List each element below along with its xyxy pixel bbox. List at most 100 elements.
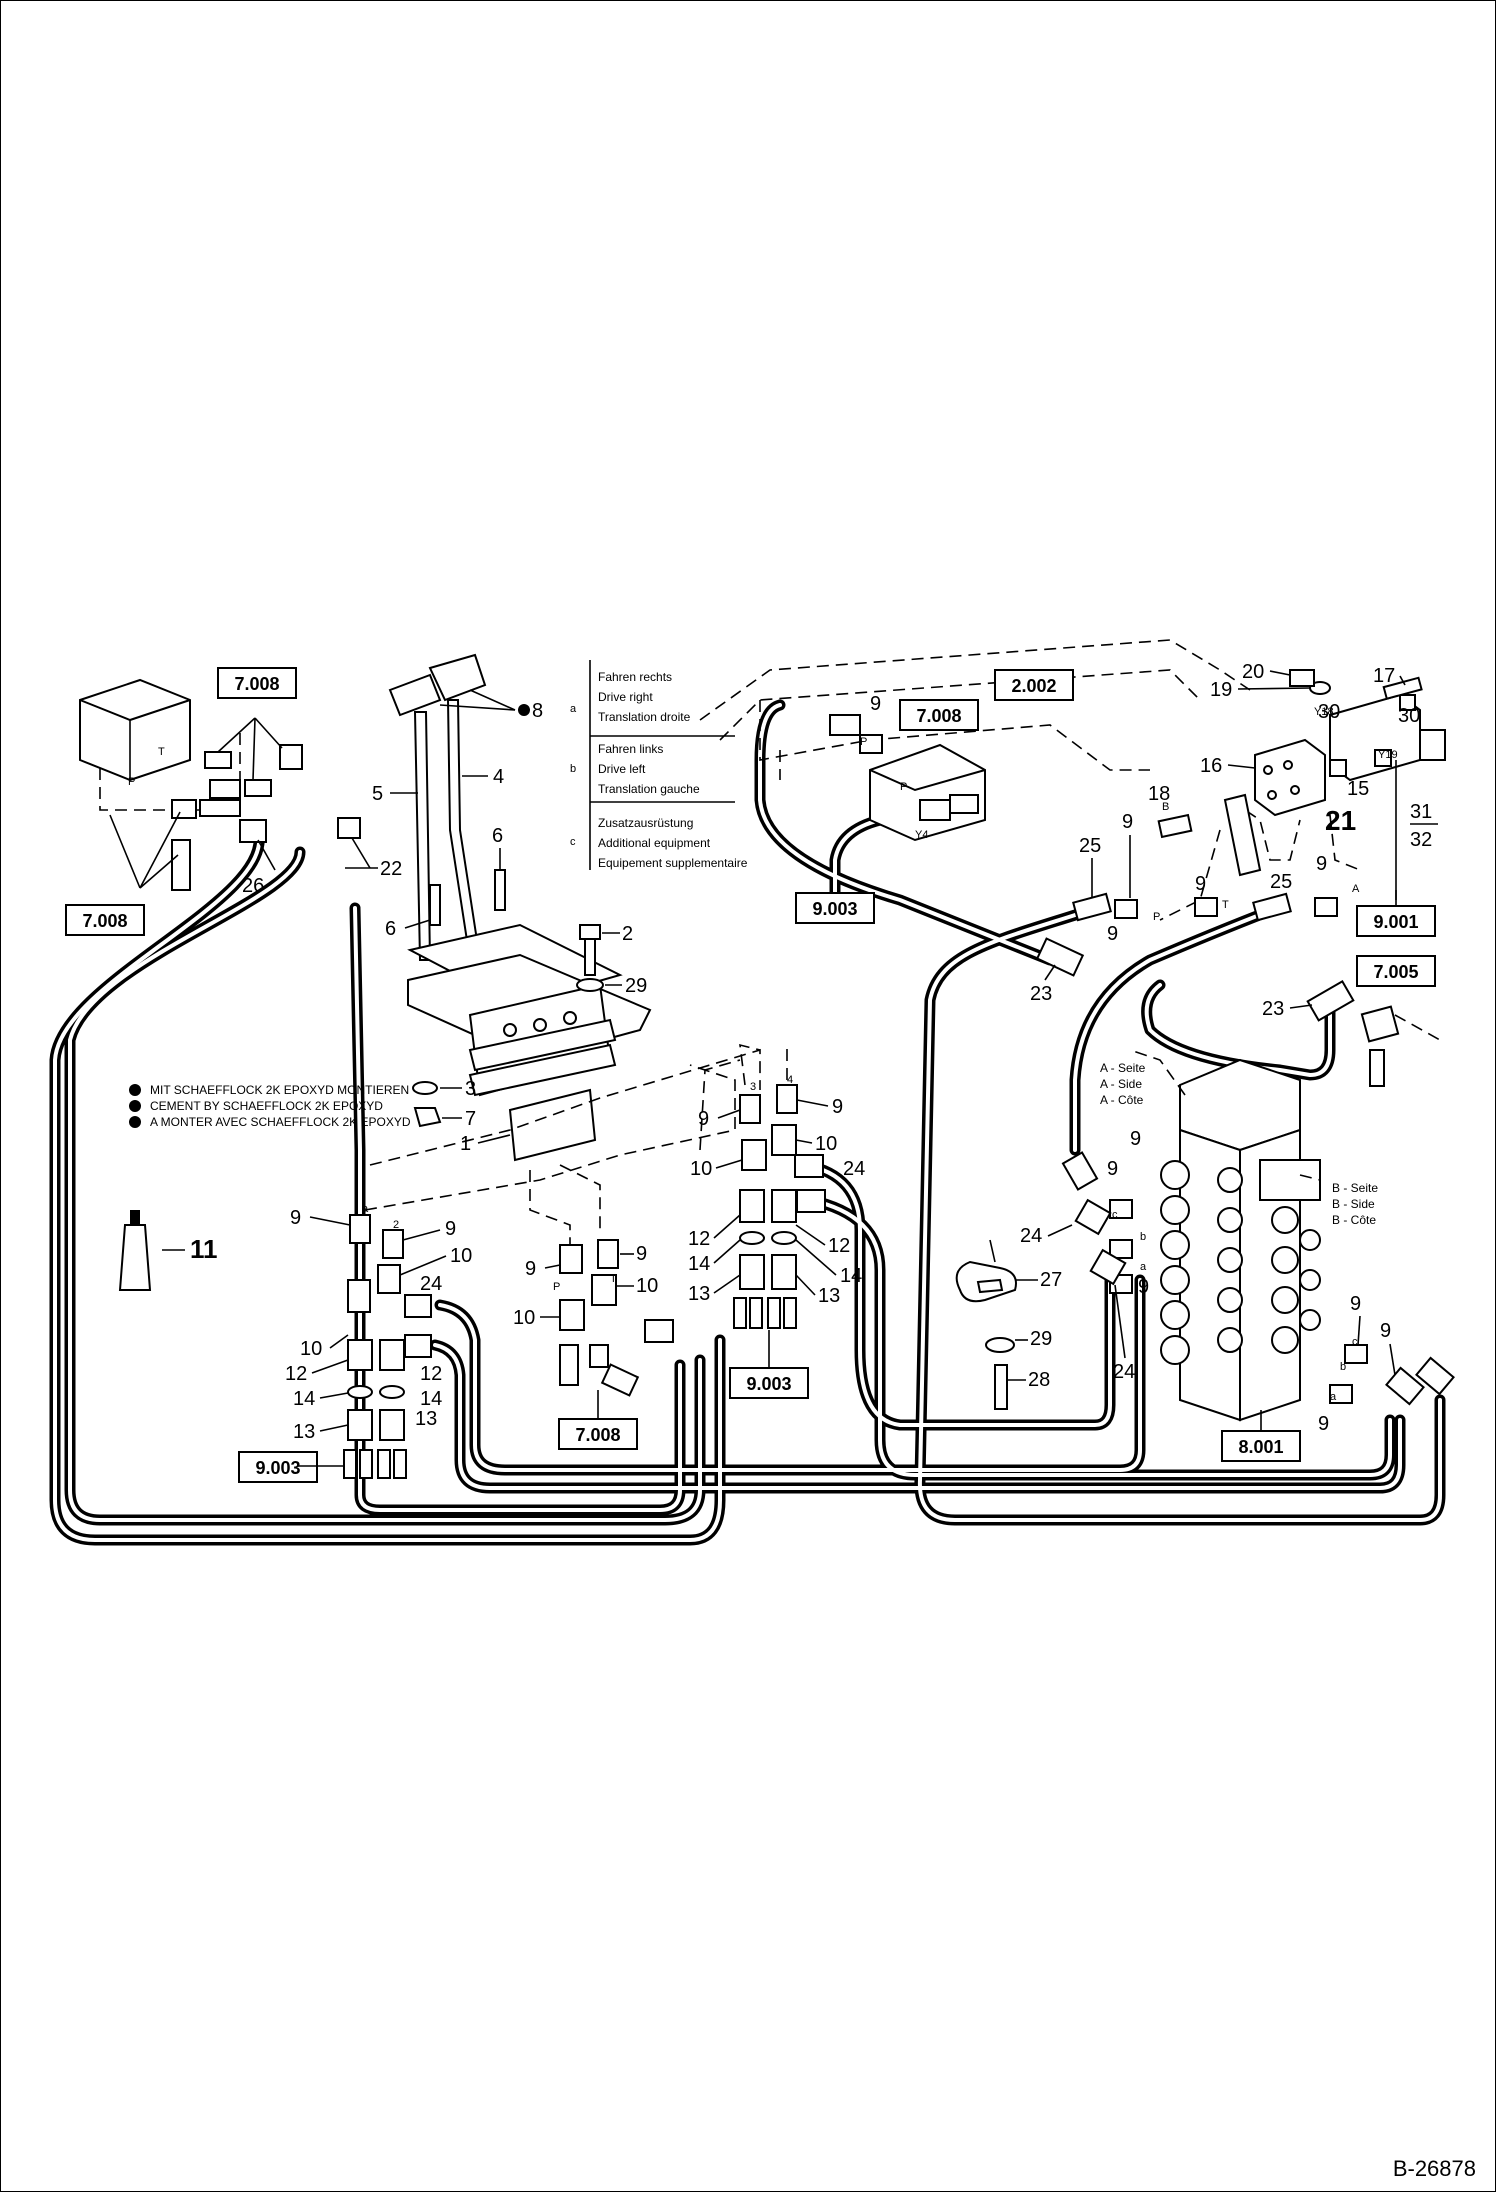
callout-13-m1: 13	[688, 1283, 710, 1305]
port-P-label: P	[128, 776, 135, 788]
callout-29-top: 29	[625, 975, 647, 997]
pedal-assembly	[364, 653, 761, 1245]
callout-6-a: 6	[492, 825, 503, 847]
svg-text:9.001: 9.001	[1373, 912, 1418, 932]
callout-21: 21	[1325, 805, 1356, 836]
legend-a-fr: Translation droite	[598, 710, 691, 724]
port-P-right: P	[1153, 911, 1160, 923]
ref-box-8001: 8.001	[1221, 1430, 1301, 1462]
callout-12-m2: 12	[828, 1235, 850, 1257]
svg-text:7.005: 7.005	[1373, 962, 1418, 982]
callout-24-m: 24	[843, 1158, 865, 1180]
fitting	[171, 799, 197, 819]
callout-25-b: 25	[1270, 871, 1292, 893]
fitting	[171, 839, 191, 891]
side-a-de: A - Seite	[1100, 1061, 1146, 1075]
fitting	[209, 779, 241, 799]
ref-box-9001: 9.001	[1356, 905, 1436, 937]
side-a-en: A - Side	[1100, 1077, 1142, 1091]
callout-32: 32	[1410, 829, 1432, 851]
callout-10-c2: 10	[513, 1307, 535, 1329]
callouts: 26 22 8 5 4 6 6 2 29 3 7 1 11 9 9 10 24 …	[190, 661, 1438, 1443]
callout-9-top: 9	[870, 693, 881, 715]
port-P-top: P	[900, 781, 907, 793]
reference-boxes: 7.008 7.008 7.008 2.002 9.003 9.001 7.00…	[65, 667, 1436, 1483]
callout-9-l1: 9	[290, 1207, 301, 1229]
document-number: B-26878	[1392, 2156, 1476, 2181]
function-legend: a b c Fahren rechts Drive right Translat…	[570, 660, 748, 870]
callout-14-m1: 14	[688, 1253, 710, 1275]
callout-10-m2: 10	[690, 1158, 712, 1180]
callout-1: 1	[460, 1133, 471, 1155]
fitting	[204, 751, 232, 769]
svg-text:9.003: 9.003	[746, 1374, 791, 1394]
top-right-valve: Y18 Y19 B A P T	[1035, 669, 1446, 1087]
callout-23-a: 23	[1030, 983, 1052, 1005]
callout-30-b: 30	[1398, 705, 1420, 727]
callout-9-r4: 9	[1107, 923, 1118, 945]
port-A: A	[1352, 883, 1360, 895]
callout-13-l2: 13	[415, 1408, 437, 1430]
callout-10-l2: 10	[300, 1338, 322, 1360]
callout-12-m1: 12	[688, 1228, 710, 1250]
callout-2: 2	[622, 923, 633, 945]
top-left-valve: T P	[79, 678, 371, 891]
ref-box-2002: 2.002	[994, 669, 1074, 701]
svg-text:2.002: 2.002	[1011, 676, 1056, 696]
port-Y18: Y18	[1314, 706, 1334, 718]
fittings-middle	[733, 1042, 826, 1329]
callout-9-b1: 9	[1107, 1158, 1118, 1180]
callout-9-r3: 9	[1316, 853, 1327, 875]
ref-box-7008-left: 7.008	[65, 904, 145, 936]
fitting	[199, 799, 241, 817]
hoses	[49, 699, 1446, 1546]
legend-c-fr: Equipement supplementaire	[598, 856, 748, 870]
legend-c-en: Additional equipment	[598, 836, 711, 850]
callout-9-b6: 9	[1318, 1413, 1329, 1435]
legend-a-en: Drive right	[598, 690, 653, 704]
fitting	[337, 817, 361, 839]
callout-9-c1: 9	[525, 1258, 536, 1280]
callout-18: 18	[1148, 783, 1170, 805]
legend-b-fr: Translation gauche	[598, 782, 700, 796]
legend-b-de: Fahren links	[598, 742, 663, 756]
fittings-left	[343, 1214, 674, 1479]
callout-14-m2: 14	[840, 1265, 862, 1287]
callout-31: 31	[1410, 801, 1432, 823]
callout-4: 4	[493, 766, 504, 788]
callout-20: 20	[1242, 661, 1264, 683]
legend-b-en: Drive left	[598, 762, 646, 776]
callout-9-b2: 9	[1130, 1128, 1141, 1150]
svg-text:4: 4	[787, 1074, 793, 1086]
callout-14-l2: 14	[420, 1388, 442, 1410]
port-T-right: T	[1222, 899, 1229, 911]
callout-14-l1: 14	[293, 1388, 315, 1410]
legend-a-de: Fahren rechts	[598, 670, 672, 684]
callout-9-l2: 9	[445, 1218, 456, 1240]
port-T-label: T	[158, 746, 165, 758]
svg-text:T: T	[610, 1273, 617, 1285]
svg-text:2: 2	[393, 1219, 399, 1231]
callout-10-c1: 10	[636, 1275, 658, 1297]
port-Y4: Y4	[915, 829, 928, 841]
fitting	[244, 779, 272, 797]
callout-11: 11	[190, 1234, 218, 1264]
svg-text:7.008: 7.008	[234, 674, 279, 694]
callout-12-l1: 12	[285, 1363, 307, 1385]
svg-text:a: a	[1330, 1391, 1337, 1403]
clamp-assembly	[955, 1239, 1017, 1410]
callout-23-b: 23	[1262, 998, 1284, 1020]
ref-box-9003-top: 9.003	[795, 892, 875, 924]
svg-text:b: b	[1340, 1361, 1346, 1373]
callout-9-c2: 9	[636, 1243, 647, 1265]
callout-22: 22	[380, 858, 402, 880]
svg-text:c: c	[1112, 1209, 1118, 1221]
callout-12-l2: 12	[420, 1363, 442, 1385]
svg-text:a: a	[1140, 1261, 1147, 1273]
callout-24-b1: 24	[1020, 1225, 1042, 1247]
svg-text:P: P	[553, 1281, 560, 1293]
callout-10-l1: 10	[450, 1245, 472, 1267]
callout-9-m1: 9	[698, 1108, 709, 1130]
side-legends: A - Seite A - Side A - Côte B - Seite B …	[1100, 1061, 1378, 1227]
